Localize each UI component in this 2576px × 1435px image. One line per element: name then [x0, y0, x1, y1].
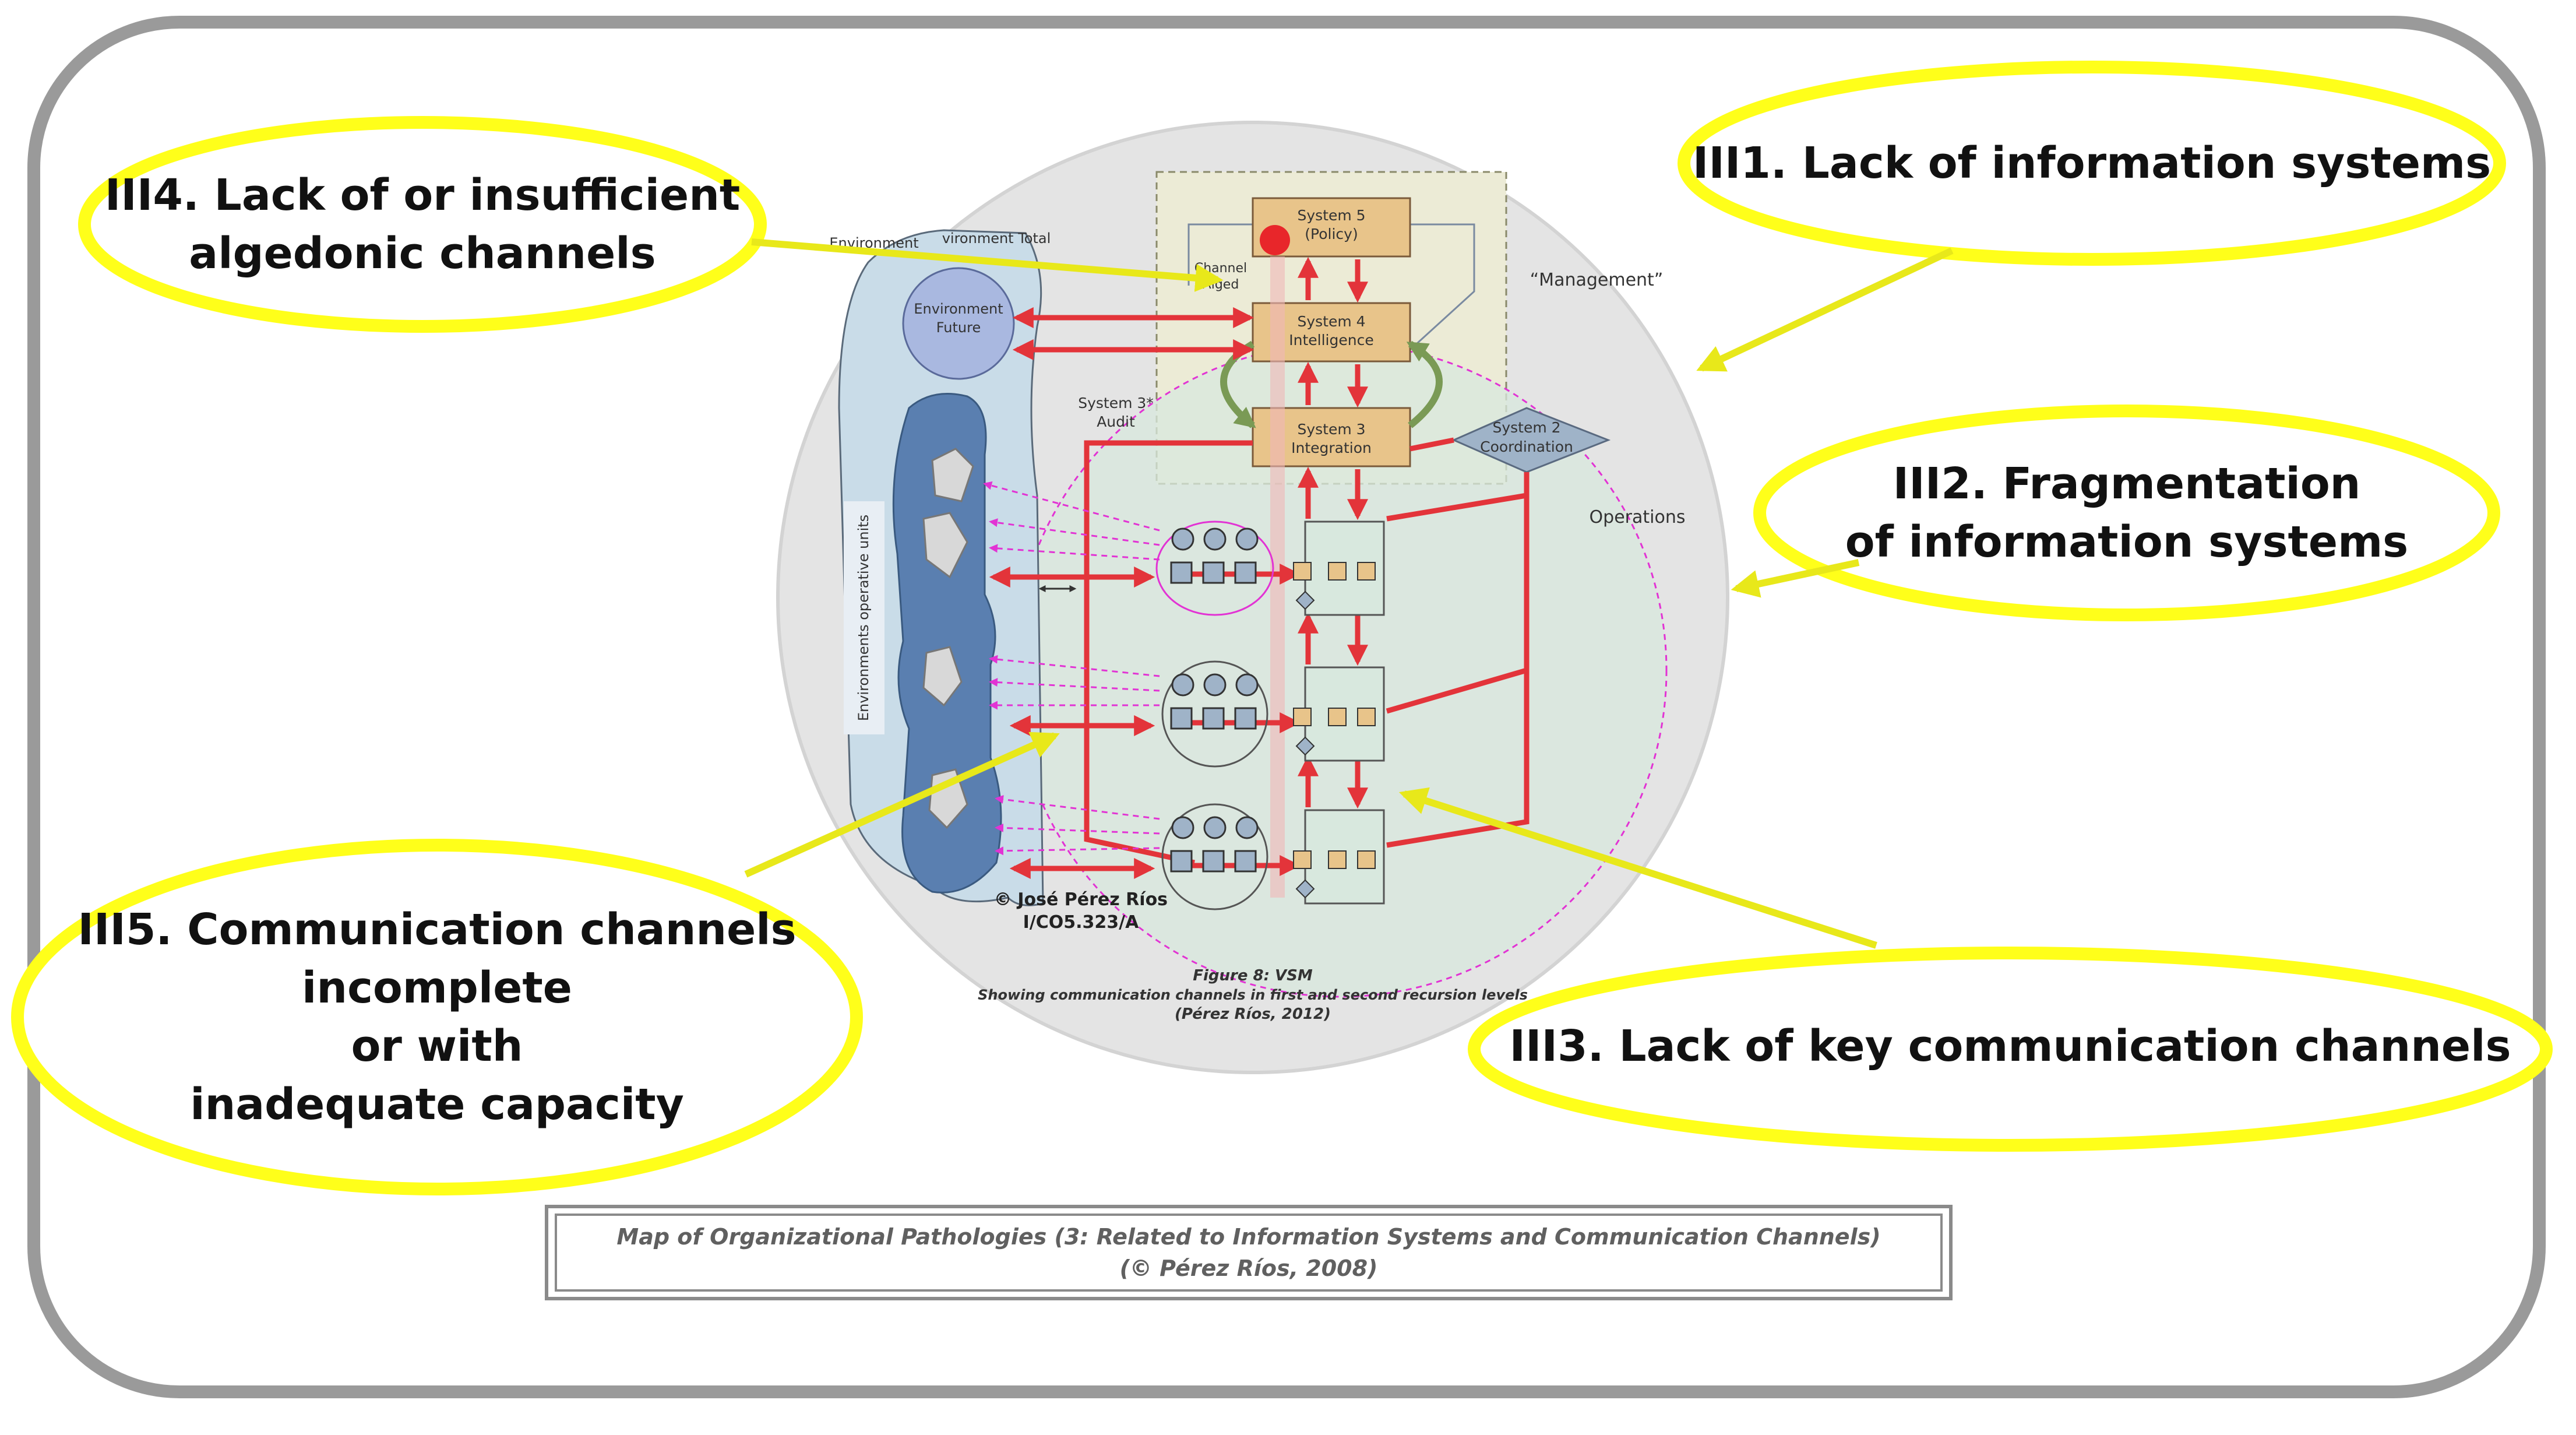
environment-rock — [922, 512, 968, 579]
algedonic-dashed-channel — [989, 544, 1160, 561]
callout-iii1-arrow — [1696, 247, 1954, 372]
algedonic-dashed-channel — [989, 655, 1160, 677]
callout-iii5-arrow — [744, 731, 1060, 878]
figure-caption-text: Showing communication channels in first … — [978, 987, 1528, 1003]
algedonic-dashed-channel — [989, 518, 1160, 546]
environment-total-label: vironment Total — [942, 230, 1051, 247]
algedonic-dashed-channel — [995, 795, 1160, 820]
algedonic-channel-label: Channel — [1194, 261, 1247, 276]
s5-s4-bracket — [1409, 223, 1475, 351]
callout-iii4-ellipse — [78, 116, 767, 333]
figure-caption-title: Figure 8: VSM — [1193, 967, 1313, 984]
operative-unit-3 — [1161, 803, 1385, 910]
operative-unit-1 — [1155, 520, 1385, 616]
system2-sublabel: Coordination — [1480, 438, 1573, 455]
algedonic-alarm-icon — [1260, 225, 1290, 255]
environment-units-label-box — [844, 501, 884, 734]
callout-iii3-text: III3. Lack of key communication channels — [1509, 1021, 2511, 1071]
caption-line-1: Map of Organizational Pathologies (3: Re… — [616, 1224, 1881, 1250]
system4-sublabel: Intelligence — [1289, 332, 1373, 349]
system5-label: System 5 — [1297, 207, 1365, 224]
vsm-copyright: © José Pérez Ríos — [994, 889, 1168, 910]
s5-s4-bracket-left — [1187, 223, 1253, 286]
figure-caption-source: (Pérez Ríos, 2012) — [1175, 1005, 1331, 1023]
algedonic-dashed-channel — [989, 678, 1160, 692]
system4-label: System 4 — [1297, 313, 1365, 330]
figure-caption: Map of Organizational Pathologies (3: Re… — [547, 1207, 1951, 1299]
system3star-sublabel: Audit — [1097, 413, 1135, 430]
s3-s2-line — [1409, 437, 1454, 452]
callout-iii3-arrow — [1398, 787, 1877, 949]
callout-iii5-ellipse — [11, 839, 863, 1195]
caption-line-2: (© Pérez Ríos, 2008) — [1119, 1255, 1378, 1281]
s3star-audit-line — [1084, 440, 1253, 866]
environment-units-label: Environments operative units — [855, 515, 872, 721]
environment-operative-units-shape — [892, 393, 1002, 894]
s2-coordination-line — [1386, 472, 1530, 848]
system3-label: System 3 — [1297, 421, 1365, 438]
system2-diamond — [1451, 407, 1611, 473]
s2-op1-line — [1386, 493, 1527, 522]
callout-iii4-arrow — [751, 238, 1224, 292]
system3star-label: System 3* — [1078, 395, 1154, 411]
algedonic-dashed-channel — [983, 481, 1160, 532]
system2-label: System 2 — [1492, 419, 1560, 436]
management-label: “Management” — [1530, 270, 1664, 290]
environment-future-sublabel: Future — [936, 319, 981, 336]
vsm-copyright-code: I/CO5.323/A — [1023, 912, 1139, 933]
caption-box-outer — [545, 1205, 1953, 1300]
operations-label: Operations — [1590, 507, 1686, 527]
environment-rock — [931, 448, 974, 502]
environment-future-label: Environment — [914, 301, 1003, 317]
callout-iii2-ellipse — [1753, 405, 2500, 621]
s2-op2-line — [1386, 667, 1528, 714]
callout-iii3-ellipse — [1468, 947, 2553, 1152]
system3-sublabel: Integration — [1291, 439, 1372, 456]
callout-iii1-ellipse — [1678, 61, 2506, 266]
callout-iii1-text: III1. Lack of information systems — [1692, 138, 2492, 188]
caption-box-inner — [555, 1214, 1943, 1292]
environment-rock — [922, 646, 963, 707]
callout-iii2-arrow — [1731, 559, 1860, 598]
s3-s4-homeostat-loop-right — [1406, 340, 1443, 428]
operative-unit-2 — [1161, 660, 1385, 768]
system5-sublabel: (Policy) — [1305, 226, 1358, 242]
